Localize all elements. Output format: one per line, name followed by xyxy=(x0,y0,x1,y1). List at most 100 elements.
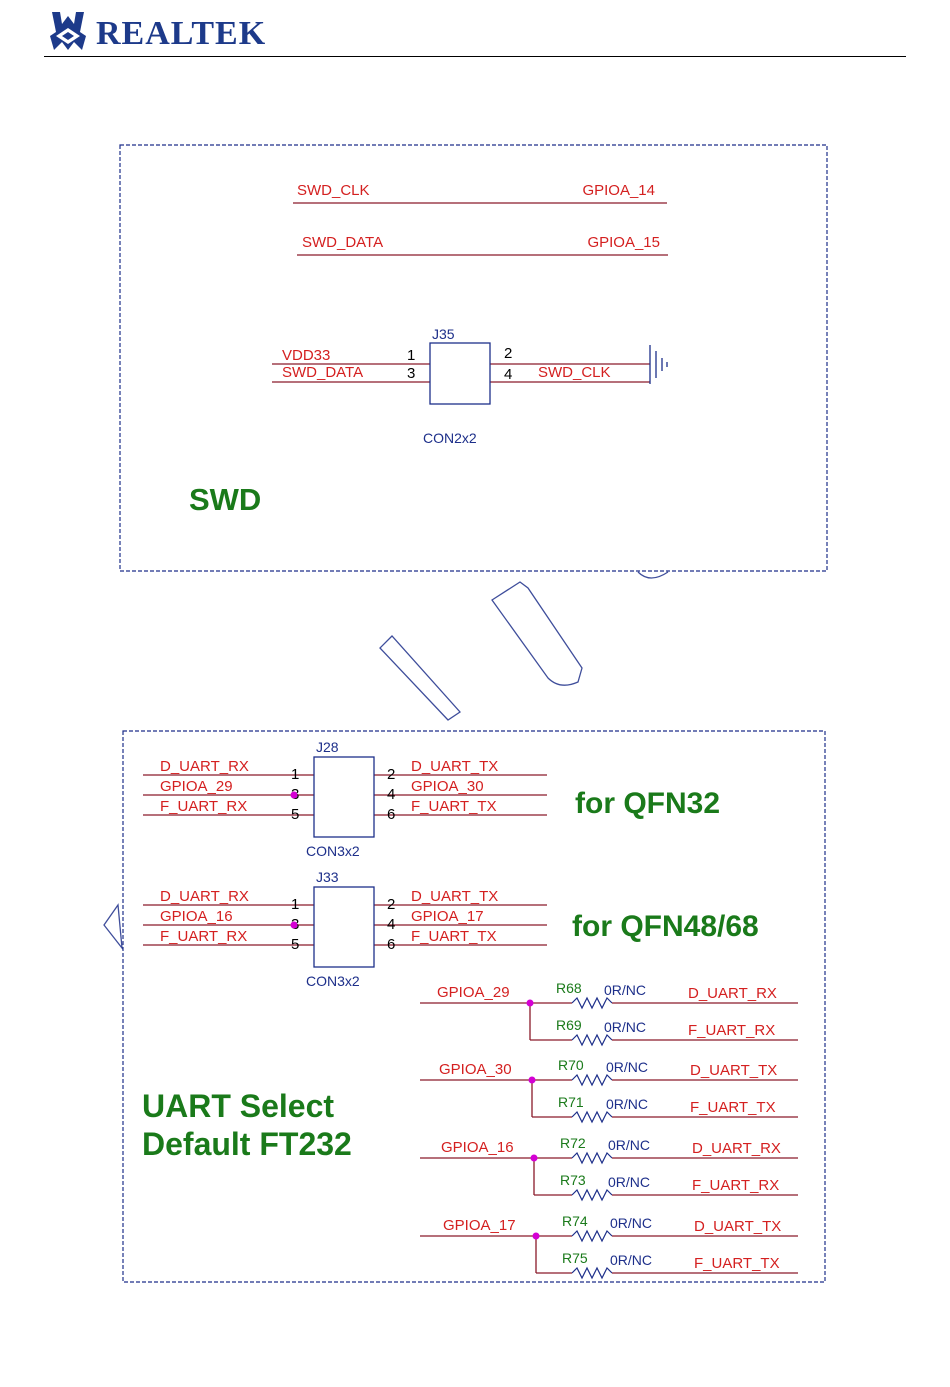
resistor-ref: R71 xyxy=(558,1094,584,1110)
pin-number: 1 xyxy=(407,347,415,364)
pin-net: F_UART_TX xyxy=(411,798,497,815)
junction-dot xyxy=(290,921,298,929)
header-divider xyxy=(44,56,906,57)
net-alias-row: SWD_CLK GPIOA_14 xyxy=(293,182,667,204)
gpio-net: GPIOA_29 xyxy=(437,984,510,1001)
net-label: GPIOA_14 xyxy=(582,182,655,199)
out-net: D_UART_TX xyxy=(690,1062,777,1079)
connector-ref: J33 xyxy=(316,869,339,885)
section-title: SWD xyxy=(189,482,261,517)
pin-number: 6 xyxy=(387,806,395,823)
out-net: D_UART_RX xyxy=(692,1140,781,1157)
ground-symbol-icon xyxy=(649,345,668,384)
swd-section: SWD_CLK GPIOA_14 SWD_DATA GPIOA_15 J35 C… xyxy=(119,144,828,572)
pin-net: F_UART_RX xyxy=(160,798,247,815)
pin-number: 2 xyxy=(387,766,395,783)
gpio-net: GPIOA_30 xyxy=(439,1061,512,1078)
section-subtitle: Default FT232 xyxy=(142,1126,352,1162)
pin-number: 2 xyxy=(504,345,512,362)
resistor-ref: R75 xyxy=(562,1250,588,1266)
resistor-value: 0R/NC xyxy=(606,1096,648,1112)
pin-number: 4 xyxy=(387,916,395,933)
resistor-ref: R70 xyxy=(558,1057,584,1073)
pin-number: 5 xyxy=(291,936,299,953)
resistor-symbol xyxy=(571,1110,613,1124)
connector-body xyxy=(313,756,375,838)
pin-net: VDD33 xyxy=(282,347,330,364)
pin-net: D_UART_RX xyxy=(160,888,249,905)
pin-net: SWD_CLK xyxy=(538,364,611,381)
net-label: SWD_CLK xyxy=(297,182,370,199)
uart-frame xyxy=(122,730,826,1283)
resistor-symbol xyxy=(571,1266,613,1280)
pin-net: D_UART_RX xyxy=(160,758,249,775)
out-net: D_UART_TX xyxy=(694,1218,781,1235)
pin-number: 5 xyxy=(291,806,299,823)
pin-net: GPIOA_29 xyxy=(160,778,233,795)
resistor-value: 0R/NC xyxy=(604,982,646,998)
connector-part: CON3x2 xyxy=(306,973,360,989)
pin-number: 3 xyxy=(407,365,415,382)
net-alias-row: SWD_DATA GPIOA_15 xyxy=(297,234,668,256)
resistor-ref: R72 xyxy=(560,1135,586,1151)
pin-net: GPIOA_30 xyxy=(411,778,484,795)
connector-part: CON3x2 xyxy=(306,843,360,859)
pin-net: F_UART_TX xyxy=(411,928,497,945)
connector-body xyxy=(313,886,375,968)
connector-variant-label: for QFN32 xyxy=(575,787,720,820)
junction-dot xyxy=(290,791,298,799)
connector-ref: J35 xyxy=(432,326,455,342)
pin-net: GPIOA_17 xyxy=(411,908,484,925)
pin-number: 4 xyxy=(504,366,512,383)
connector-ref: J28 xyxy=(316,739,339,755)
net-label: SWD_DATA xyxy=(302,234,383,251)
junction-dot xyxy=(528,1076,536,1084)
resistor-symbol xyxy=(571,1188,613,1202)
pin-number: 6 xyxy=(387,936,395,953)
pin-number: 1 xyxy=(291,766,299,783)
out-net: F_UART_TX xyxy=(694,1255,780,1272)
pin-net: SWD_DATA xyxy=(282,364,363,381)
resistor-value: 0R/NC xyxy=(606,1059,648,1075)
resistor-ref: R68 xyxy=(556,980,582,996)
connector-part: CON2x2 xyxy=(423,430,477,446)
section-title: UART Select xyxy=(142,1088,334,1124)
swd-frame xyxy=(119,144,828,572)
resistor-symbol xyxy=(571,1073,613,1087)
gpio-net: GPIOA_17 xyxy=(443,1217,516,1234)
resistor-symbol xyxy=(571,1151,613,1165)
resistor-value: 0R/NC xyxy=(610,1252,652,1268)
resistor-symbol xyxy=(571,1033,613,1047)
gpio-net: GPIOA_16 xyxy=(441,1139,514,1156)
brand-wordmark: REALTEK xyxy=(96,15,266,52)
junction-dot xyxy=(526,999,534,1007)
pin-number: 1 xyxy=(291,896,299,913)
resistor-value: 0R/NC xyxy=(604,1019,646,1035)
resistor-value: 0R/NC xyxy=(610,1215,652,1231)
resistor-ref: R69 xyxy=(556,1017,582,1033)
crab-logo-icon xyxy=(50,12,86,50)
out-net: F_UART_TX xyxy=(690,1099,776,1116)
pin-net: D_UART_TX xyxy=(411,758,498,775)
pin-net: D_UART_TX xyxy=(411,888,498,905)
resistor-ref: R74 xyxy=(562,1213,588,1229)
resistor-symbol xyxy=(571,996,613,1010)
realtek-logo: REALTEK xyxy=(48,6,293,56)
resistor-ref: R73 xyxy=(560,1172,586,1188)
pin-number: 4 xyxy=(387,786,395,803)
out-net: F_UART_RX xyxy=(692,1177,779,1194)
connector-j35: J35 CON2x2 VDD33 1 SWD_DATA 3 2 4 SWD_CL… xyxy=(272,326,668,446)
net-label: GPIOA_15 xyxy=(587,234,660,251)
junction-dot xyxy=(532,1232,540,1240)
connector-variant-label: for QFN48/68 xyxy=(572,910,759,943)
pin-number: 2 xyxy=(387,896,395,913)
resistor-value: 0R/NC xyxy=(608,1174,650,1190)
junction-dot xyxy=(530,1154,538,1162)
out-net: F_UART_RX xyxy=(688,1022,775,1039)
resistor-value: 0R/NC xyxy=(608,1137,650,1153)
pin-net: F_UART_RX xyxy=(160,928,247,945)
